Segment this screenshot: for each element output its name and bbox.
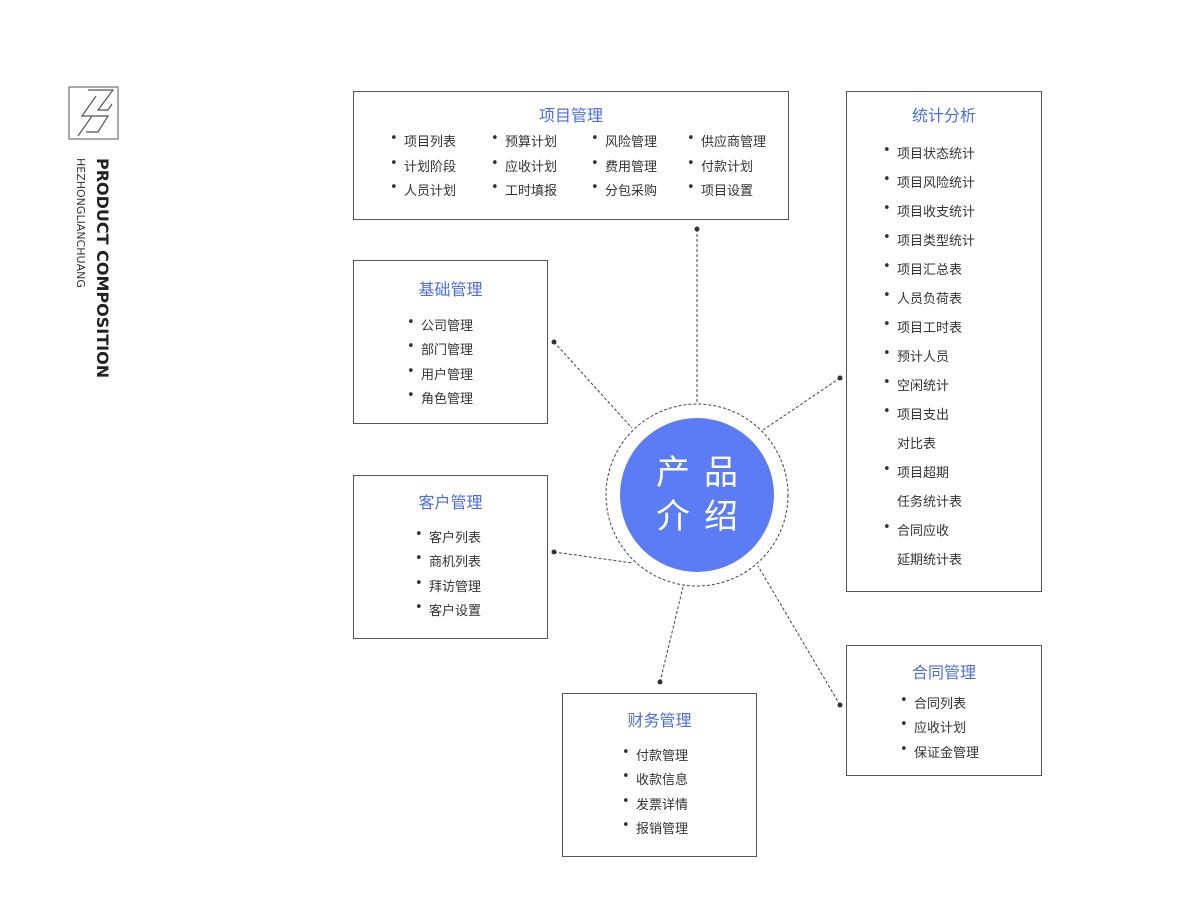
- module-finance: 财务管理 付款管理收款信息发票详情报销管理: [562, 693, 757, 857]
- list-item: 对比表: [897, 437, 937, 452]
- list-item: 保证金管理: [900, 742, 979, 761]
- list-item: 工时填报: [491, 180, 557, 199]
- module-title: 财务管理: [627, 711, 692, 730]
- list-item: 项目支出: [883, 404, 949, 423]
- list-item: 任务统计表: [897, 495, 963, 510]
- list-item: 合同列表: [900, 693, 966, 712]
- module-contract: 合同管理 合同列表应收计划保证金管理: [846, 645, 1042, 776]
- list-item: 商机列表: [415, 551, 481, 570]
- list-item: 合同应收: [883, 520, 949, 539]
- list-item: 预算计划: [491, 131, 557, 150]
- module-stats: 统计分析 项目状态统计项目风险统计项目收支统计项目类型统计项目汇总表人员负荷表项…: [846, 91, 1042, 592]
- list-item: 延期统计表: [897, 553, 963, 568]
- list-item: 预计人员: [883, 346, 949, 365]
- list-item: 项目风险统计: [883, 172, 975, 191]
- list-item: 拜访管理: [415, 576, 481, 595]
- list-item: 公司管理: [407, 315, 473, 334]
- list-item: 项目收支统计: [883, 201, 975, 220]
- list-item: 计划阶段: [390, 156, 456, 175]
- list-item: 用户管理: [407, 364, 473, 383]
- list-item: 角色管理: [407, 388, 473, 407]
- list-item: 人员负荷表: [883, 288, 962, 307]
- module-project: 项目管理 项目列表计划阶段人员计划 预算计划应收计划工时填报 风险管理费用管理分包采…: [353, 91, 789, 220]
- module-title: 基础管理: [418, 280, 483, 299]
- list-item: 应收计划: [900, 717, 966, 736]
- list-item: 项目列表: [390, 131, 456, 150]
- module-title: 项目管理: [538, 106, 603, 125]
- logo-icon: [68, 86, 119, 140]
- list-item: 客户设置: [415, 600, 481, 619]
- module-title: 客户管理: [418, 493, 483, 512]
- list-item: 空闲统计: [883, 375, 949, 394]
- module-customer: 客户管理 客户列表商机列表拜访管理客户设置: [353, 475, 548, 639]
- list-item: 分包采购: [591, 180, 657, 199]
- list-item: 人员计划: [390, 180, 456, 199]
- connector-contract: [757, 565, 841, 706]
- module-title: 合同管理: [911, 663, 976, 682]
- connector-stats: [762, 377, 841, 431]
- module-base: 基础管理 公司管理部门管理用户管理角色管理: [353, 260, 548, 424]
- list-item: 发票详情: [622, 794, 688, 813]
- center-node: 产品 介绍: [620, 418, 774, 572]
- center-line1: 产品: [656, 453, 752, 493]
- list-item: 付款计划: [687, 156, 753, 175]
- list-item: 项目超期: [883, 462, 949, 481]
- list-item: 客户列表: [415, 527, 481, 546]
- list-item: 项目类型统计: [883, 230, 975, 249]
- list-item: 付款管理: [622, 745, 688, 764]
- module-title: 统计分析: [911, 106, 976, 125]
- list-item: 项目汇总表: [883, 259, 962, 278]
- list-item: 部门管理: [407, 339, 473, 358]
- list-item: 风险管理: [591, 131, 657, 150]
- logo: [68, 86, 120, 144]
- outer-dashed-ring: [605, 403, 789, 587]
- list-item: 应收计划: [491, 156, 557, 175]
- connector-customer: [553, 551, 634, 564]
- list-item: 收款信息: [622, 769, 688, 788]
- list-item: 项目状态统计: [883, 143, 975, 162]
- connector-finance: [659, 586, 684, 683]
- list-item: 项目设置: [687, 180, 753, 199]
- connector-base: [553, 341, 633, 429]
- list-item: 报销管理: [622, 818, 688, 837]
- list-item: 供应商管理: [687, 131, 766, 150]
- list-item: 费用管理: [591, 156, 657, 175]
- list-item: 项目工时表: [883, 317, 962, 336]
- center-line2: 介绍: [656, 497, 752, 537]
